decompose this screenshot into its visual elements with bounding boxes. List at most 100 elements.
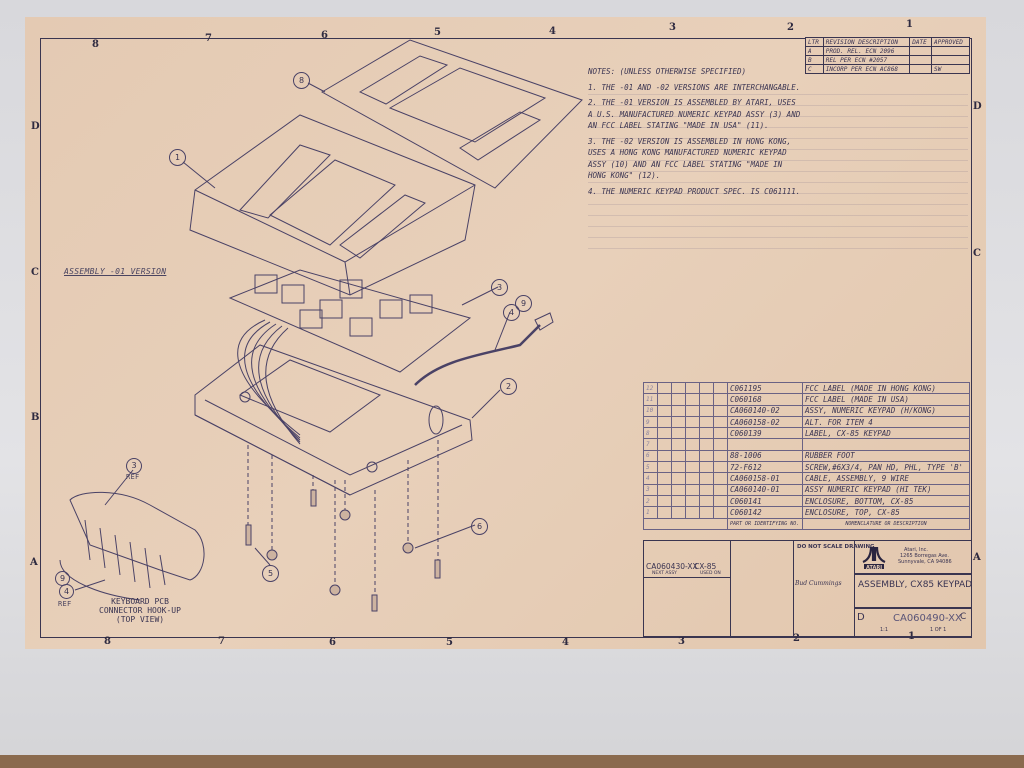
zone-col-2-bottom: 2 — [793, 633, 800, 644]
qty — [671, 472, 686, 485]
hardware — [245, 489, 441, 612]
qty — [685, 381, 700, 395]
part-number: C061195 — [727, 381, 803, 395]
callout-4: 4 — [503, 304, 520, 321]
callout-3: 3 — [491, 279, 508, 296]
item-number: 4 — [643, 472, 658, 485]
qty — [699, 404, 714, 417]
part-number: C060139 — [727, 427, 803, 440]
item-number: 8 — [643, 427, 658, 440]
callout-1: 1 — [169, 149, 186, 166]
inset-pcb-connector — [59, 491, 205, 601]
qty — [713, 472, 728, 485]
description: ASSY, NUMERIC KEYPAD (H/KONG) — [802, 404, 970, 417]
rev-header-ltr: LTR — [805, 37, 824, 47]
drawing-revision: C — [960, 612, 967, 622]
keypad-label-overlay — [320, 39, 583, 189]
description: FCC LABEL (MADE IN USA) — [802, 393, 970, 406]
drawing-sheet: 1 OF 1 — [930, 627, 947, 633]
qty — [671, 461, 686, 474]
qty — [713, 449, 728, 463]
qty — [699, 506, 714, 519]
enclosure-top — [189, 114, 476, 296]
part-number: 72-F612 — [727, 461, 803, 474]
zone-row-d-right: D — [973, 101, 982, 112]
zone-col-8-bottom: 8 — [104, 636, 111, 647]
rev-date — [909, 55, 933, 65]
used-on-label: USED ON — [700, 571, 721, 576]
qty — [657, 393, 672, 406]
qty — [685, 393, 700, 406]
qty — [713, 427, 728, 440]
qty — [685, 494, 700, 508]
inset-title-line-1: KEYBOARD PCB — [111, 597, 169, 606]
rev-ltr: B — [805, 55, 824, 65]
keypad-pcb — [228, 269, 472, 373]
checked-by-signature: Bud Cummings — [795, 580, 842, 587]
qty — [713, 494, 728, 508]
callout-5: 5 — [262, 565, 279, 582]
qty — [713, 483, 728, 496]
qty — [699, 483, 714, 496]
qty — [671, 494, 686, 508]
tolerances-box — [730, 540, 794, 637]
item-number: 10 — [643, 404, 658, 417]
approvals-box — [793, 540, 855, 637]
zone-row-b: B — [31, 412, 40, 423]
item-number: 6 — [643, 449, 658, 463]
rev-desc: REL PER ECN #2057 — [822, 55, 911, 65]
description: ASSY NUMERIC KEYPAD (HI TEK) — [802, 483, 970, 496]
drawing-title: ASSEMBLY, CX85 KEYPAD — [858, 580, 973, 590]
qty — [699, 427, 714, 440]
qty — [699, 494, 714, 508]
item-number: 7 — [643, 438, 658, 451]
qty — [657, 404, 672, 417]
description: RUBBER FOOT — [802, 449, 970, 463]
part-number — [727, 438, 803, 451]
item-number: 3 — [643, 483, 658, 496]
number-divider — [854, 607, 972, 609]
company-address-2: Sunnyvale, CA 94086 — [898, 559, 952, 565]
zone-col-6: 6 — [321, 30, 328, 41]
drawing-number: CA060490-XX — [893, 613, 962, 624]
zone-col-5-bottom: 5 — [446, 637, 453, 648]
qty — [671, 449, 686, 463]
qty — [713, 506, 728, 519]
inset-callout-3: 3 — [126, 458, 142, 474]
qty — [671, 427, 686, 440]
company-address-1: 1265 Borregas Ave. — [900, 553, 949, 559]
callout-6: 6 — [471, 518, 488, 535]
qty — [699, 393, 714, 406]
drawing-size: D — [857, 612, 865, 623]
note-3: 3. THE -02 VERSION IS ASSEMBLED IN HONG … — [588, 136, 792, 181]
note-1: 1. THE -01 AND -02 VERSIONS ARE INTERCHA… — [588, 82, 801, 92]
zone-row-a-right: A — [973, 552, 981, 563]
qty — [699, 461, 714, 474]
zone-col-4-bottom: 4 — [562, 637, 569, 648]
qty — [657, 483, 672, 496]
item-number: 1 — [643, 506, 658, 519]
company-name: Atari, Inc. — [904, 547, 928, 553]
rev-desc: INCORP PER ECN AC868 — [822, 64, 911, 74]
atari-logo — [860, 545, 888, 569]
do-not-scale-note: DO NOT SCALE DRAWING — [797, 544, 875, 550]
qty — [671, 483, 686, 496]
qty — [657, 494, 672, 508]
qty — [671, 438, 686, 451]
item-number: 2 — [643, 494, 658, 508]
qty — [713, 381, 728, 395]
description: LABEL, CX-85 KEYPAD — [802, 427, 970, 440]
qty — [685, 449, 700, 463]
item-number: 9 — [643, 415, 658, 429]
qty — [685, 415, 700, 429]
